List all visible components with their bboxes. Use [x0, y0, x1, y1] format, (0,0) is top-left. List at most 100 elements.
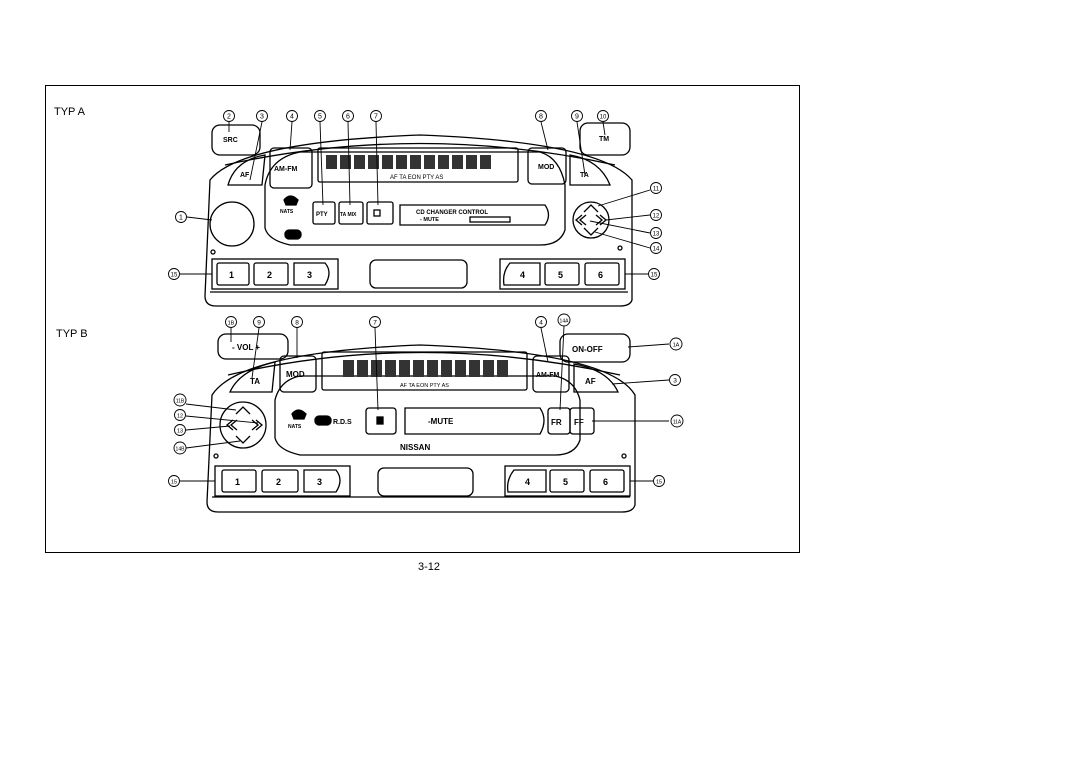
page-number: 3-12 [418, 561, 441, 573]
typ-a-src-label: SRC [223, 137, 238, 144]
typ-b-preset-3[interactable] [303, 469, 341, 493]
typ-b-nats-logo-icon [291, 409, 307, 420]
radio-typ-a: SRC TM AF AM-FM AF TA EON PTY AS MOD TA … [204, 122, 633, 307]
typ-b-preset-2-label: 2 [276, 477, 281, 487]
typ-a-preset-1[interactable] [216, 262, 250, 286]
typ-b-display [321, 351, 528, 391]
typ-b-rds-label: R.D.S [333, 419, 352, 426]
callout-a-8: 8 [539, 114, 543, 121]
typ-a-volume-knob[interactable] [209, 201, 255, 247]
typ-a-cd-changer-label: CD CHANGER CONTROL [416, 210, 488, 216]
typ-a-pty-button[interactable] [312, 201, 336, 225]
typ-a-af-label: AF [240, 172, 250, 179]
typ-b-fastforward-icon [251, 419, 264, 431]
callout-b-1a: 1A [673, 343, 680, 349]
callout-b-4: 4 [539, 320, 543, 327]
typ-b-amfm-button[interactable] [532, 355, 570, 393]
callout-b-11a: 11A [673, 420, 682, 426]
typ-a-pty-label: PTY [316, 212, 328, 218]
typ-b-seek-rocker[interactable] [219, 401, 267, 449]
callout-a-4: 4 [290, 114, 294, 121]
typ-b-ta-button[interactable] [228, 361, 276, 393]
typ-b-preset-1-label: 1 [235, 477, 240, 487]
typ-a-bezel [264, 151, 566, 246]
callout-b-9: 9 [257, 320, 261, 327]
typ-b-volume-button[interactable] [217, 333, 289, 360]
callout-b-15-left: 15 [171, 480, 177, 486]
typ-b-af-button[interactable] [573, 363, 620, 393]
typ-b-preset-5[interactable] [549, 469, 585, 493]
typ-a-af-button[interactable] [227, 154, 266, 186]
typ-b-preset-2[interactable] [261, 469, 299, 493]
typ-b-callouts [180, 325, 670, 482]
callout-a-10: 10 [600, 115, 607, 121]
typ-b-ta-label: TA [250, 377, 260, 386]
typ-b-mod-button[interactable] [279, 355, 317, 393]
typ-a-preset-4[interactable] [502, 262, 541, 286]
typ-a-preset-3-label: 3 [307, 270, 312, 280]
radio-typ-b: - VOL + ON-OFF TA MOD AF TA EON PTY AS A… [206, 333, 636, 513]
typ-b-af-label: AF [585, 377, 596, 386]
typ-b-preset-4[interactable] [506, 469, 547, 493]
typ-b-onoff-label: ON-OFF [572, 345, 603, 354]
typ-b-preset-4-label: 4 [525, 477, 530, 487]
typ-a-display-segments [326, 155, 491, 169]
typ-a-center-slot [369, 259, 468, 289]
lock-icon [373, 209, 381, 217]
typ-a-down-arrow-icon [583, 227, 599, 236]
typ-a-preset-3[interactable] [293, 262, 330, 286]
typ-b-center-slot [377, 467, 474, 497]
typ-a-nats-label: NATS [280, 209, 294, 215]
typ-a-cd-changer-panel [399, 204, 550, 226]
typ-a-seek-rocker[interactable] [572, 201, 610, 239]
typ-a-src-button[interactable] [211, 124, 261, 156]
typ-b-preset-1[interactable] [221, 469, 257, 493]
callout-a-15-right: 15 [651, 273, 658, 279]
typ-b-onoff-button[interactable] [559, 333, 631, 363]
typ-a-preset-4-label: 4 [520, 270, 525, 280]
typ-b-preset-6-label: 6 [603, 477, 608, 487]
callout-a-13: 13 [653, 232, 660, 238]
typ-b-fr-label: FR [551, 418, 562, 427]
typ-b-nats-label: NATS [288, 424, 302, 430]
typ-a-up-arrow-icon [583, 204, 599, 213]
typ-a-preset-6[interactable] [584, 262, 620, 286]
typ-a-mod-label: MOD [538, 164, 554, 171]
typ-b-hole-right [621, 453, 627, 459]
typ-a-preset-2[interactable] [253, 262, 289, 286]
typ-a-hole-right [617, 245, 623, 251]
typ-b-lock-button[interactable] [365, 407, 397, 435]
typ-a-amfm-label: AM-FM [274, 166, 297, 173]
typ-a-preset-5[interactable] [544, 262, 580, 286]
typ-b-callout-circles [168, 313, 684, 487]
typ-a-lock-button[interactable] [366, 201, 394, 225]
callout-a-11: 11 [653, 187, 660, 193]
callout-a-6: 6 [346, 114, 350, 121]
typ-a-tamix-button[interactable] [338, 201, 364, 225]
callout-b-13: 13 [177, 429, 183, 435]
typ-a-rewind-icon [574, 214, 587, 226]
callout-b-3: 3 [673, 378, 677, 385]
typ-b-mute-panel[interactable] [404, 407, 545, 435]
callout-b-1b: 1B [228, 321, 235, 327]
typ-a-amfm-button[interactable] [269, 147, 313, 189]
callout-b-14b: 14B [176, 447, 186, 453]
typ-b-down-arrow-icon [235, 435, 251, 444]
typ-a-callouts [180, 121, 651, 275]
typ-a-display [317, 147, 519, 183]
callout-a-14: 14 [653, 247, 660, 253]
typ-b-up-arrow-icon [235, 406, 251, 415]
typ-b-cassette-icon [314, 415, 332, 426]
typ-a-preset-6-label: 6 [598, 270, 603, 280]
typ-a-ta-button[interactable] [569, 154, 611, 186]
typ-a-tamix-label: TA MIX [340, 212, 357, 218]
typ-b-bezel [274, 375, 581, 456]
typ-b-preset-6[interactable] [589, 469, 625, 493]
typ-b-amfm-label: AM-FM [536, 372, 559, 379]
typ-b-ff-label: FF [574, 418, 584, 427]
typ-a-mod-button[interactable] [527, 147, 567, 185]
callout-a-9: 9 [575, 114, 579, 121]
callout-b-12: 12 [177, 414, 183, 420]
callout-b-14a: 14A [560, 319, 570, 325]
